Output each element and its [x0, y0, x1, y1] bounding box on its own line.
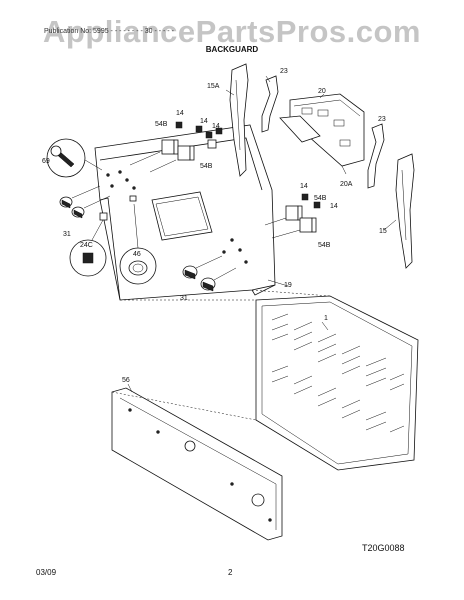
footer-page-number: 2: [228, 568, 233, 577]
assembly-guides: [111, 289, 331, 421]
callout-69: 69: [42, 158, 50, 165]
section-title: BACKGUARD: [205, 45, 259, 54]
callout-20: 20: [318, 88, 326, 95]
knobs-right: [182, 255, 237, 292]
switch-group-right: [264, 193, 321, 239]
knobs-left: [59, 185, 111, 219]
callout-15: 15: [379, 228, 387, 235]
callout-14-a: 14: [176, 110, 184, 117]
bracket-right: [367, 123, 385, 189]
callout-14-d: 14: [300, 183, 308, 190]
callout-19: 19: [284, 282, 292, 289]
callout-23-left: 23: [280, 68, 288, 75]
control-board: [279, 93, 365, 175]
callout-54b-d: 54B: [318, 242, 331, 249]
bracket-left: [261, 75, 279, 133]
watermark: AppliancePartsPros.com: [43, 14, 421, 49]
leader-19: [267, 279, 289, 287]
bulb-detail: [69, 212, 108, 277]
callout-54b-b: 54B: [200, 163, 213, 170]
diagram-code: T20G0088: [362, 543, 405, 553]
callout-14-e: 14: [330, 203, 338, 210]
callout-31-left: 31: [63, 231, 71, 238]
callout-14-b: 14: [200, 118, 208, 125]
callout-31-right: 31: [180, 295, 188, 302]
callout-1: 1: [324, 315, 328, 322]
callout-14-c: 14: [212, 123, 220, 130]
end-cap-left: [225, 63, 249, 177]
callout-24c: 24C: [80, 242, 93, 249]
callout-54b-c: 54B: [314, 195, 327, 202]
callout-46: 46: [133, 251, 141, 258]
callout-20a: 20A: [340, 181, 353, 188]
rear-bracket: [111, 383, 283, 541]
publication-line: Publication No: 5995 - - - - - - - - 30 …: [44, 28, 174, 35]
end-cap-right: [383, 153, 415, 269]
callout-54b-a: 54B: [155, 121, 168, 128]
lens-detail: [119, 203, 157, 285]
switch-group-upper: [129, 121, 223, 173]
callout-56: 56: [122, 377, 130, 384]
screw-detail: [46, 138, 103, 178]
callout-15a: 15A: [207, 83, 220, 90]
rear-vent-panel: [255, 295, 419, 471]
footer-date: 03/09: [36, 568, 57, 577]
callout-23-right: 23: [378, 116, 386, 123]
